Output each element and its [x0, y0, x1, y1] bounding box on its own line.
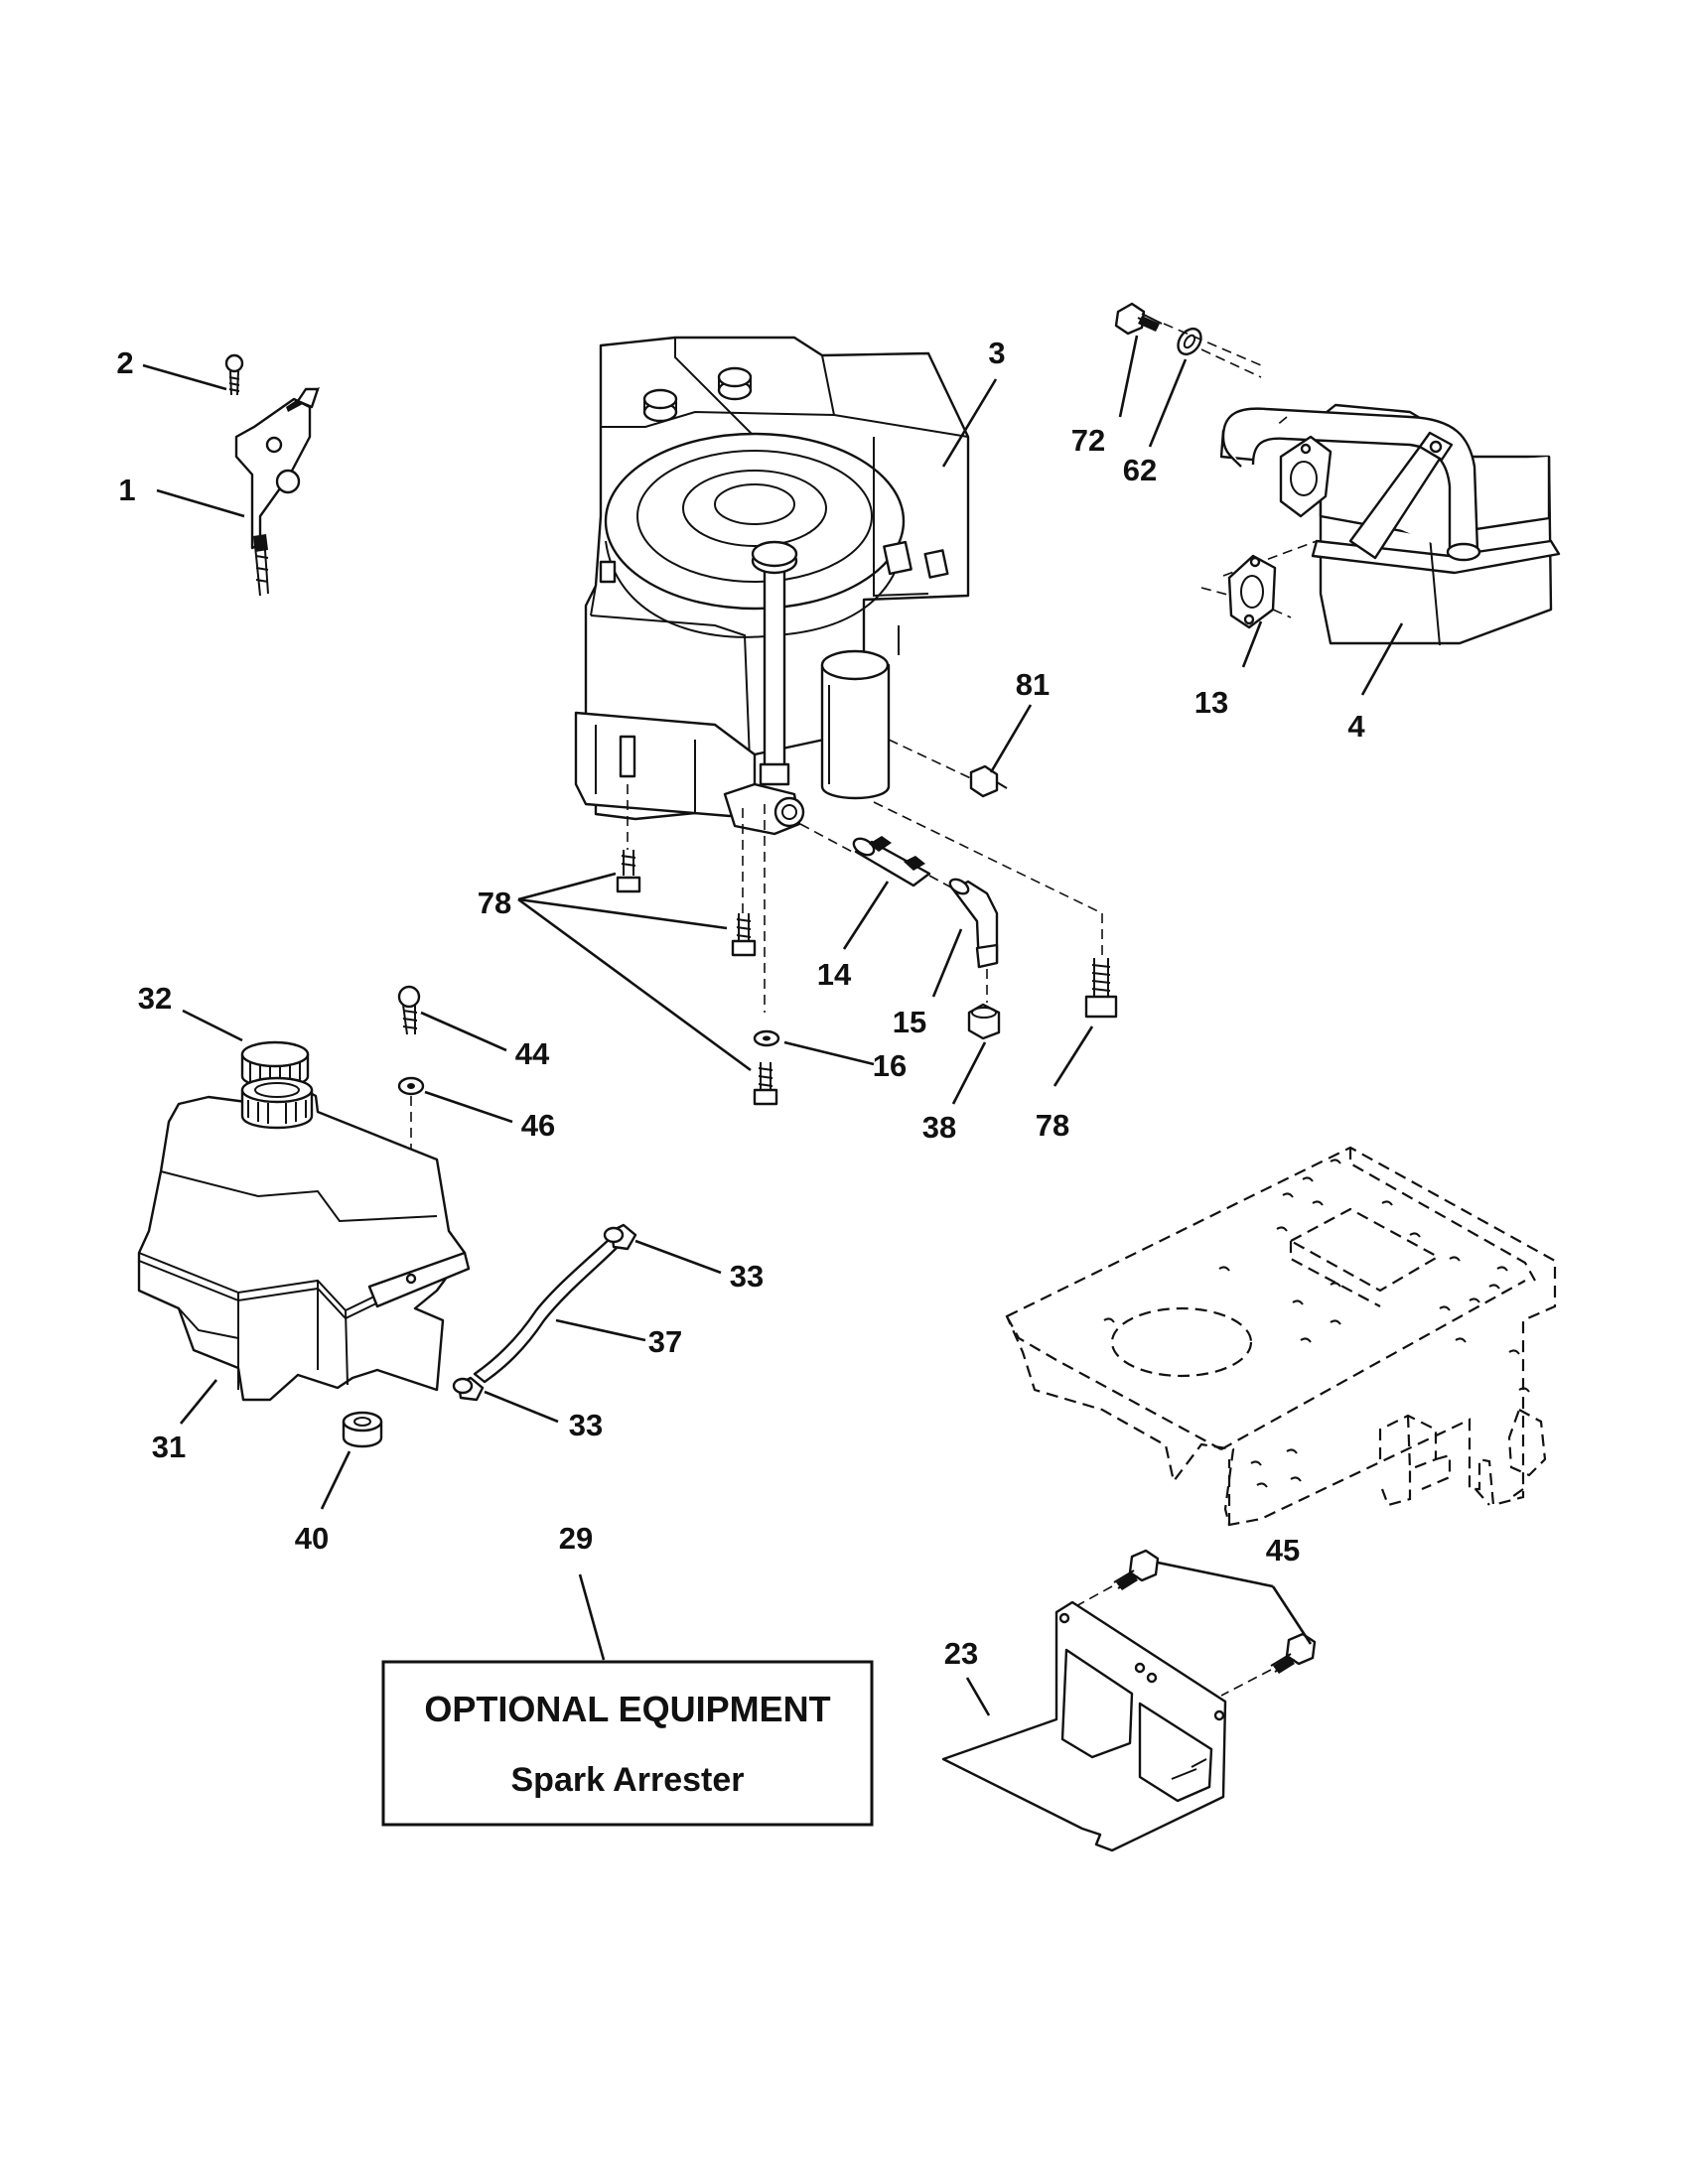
shield-part-23 [941, 1600, 1227, 1852]
nut-part-81 [969, 764, 1008, 798]
callout-14: 14 [817, 957, 852, 992]
callout-31: 31 [152, 1430, 186, 1464]
callout-72: 72 [1071, 423, 1105, 458]
callout-32: 32 [138, 981, 172, 1016]
callout-37: 37 [648, 1324, 682, 1359]
bolt-part-72 [1114, 302, 1163, 336]
callout-15: 15 [893, 1005, 926, 1039]
callout-44: 44 [515, 1036, 550, 1071]
screw-part-2 [224, 353, 244, 396]
callout-81: 81 [1016, 667, 1050, 702]
washer-part-62 [1177, 327, 1202, 356]
engine-part-3 [574, 336, 970, 836]
callout-4: 4 [1347, 709, 1365, 744]
bolt-part-78-b [731, 913, 757, 957]
elbow-part-15 [948, 878, 999, 969]
muffler-part-4 [1219, 403, 1561, 646]
optional-equipment-box [381, 1660, 874, 1827]
bolt-part-45-a [1113, 1549, 1160, 1590]
callout-45: 45 [1266, 1533, 1300, 1568]
bolt-part-78-a [616, 850, 641, 893]
clamp-part-33-b [452, 1376, 485, 1402]
callout-labels: 1 2 3 4 13 14 15 16 23 29 31 32 33 33 37… [116, 336, 1365, 1671]
callout-16: 16 [873, 1048, 907, 1083]
bolt-part-78-c [753, 1062, 778, 1106]
callout-23: 23 [944, 1636, 978, 1671]
fuel-line-part-37 [473, 1237, 620, 1384]
callout-40: 40 [295, 1521, 329, 1556]
callout-46: 46 [521, 1108, 555, 1143]
callout-1: 1 [118, 473, 135, 507]
callout-78-left: 78 [478, 886, 511, 920]
nipple-part-14 [852, 836, 931, 887]
washer-part-16 [753, 1029, 780, 1047]
callout-2: 2 [116, 345, 133, 380]
optional-equipment-subtitle: Spark Arrester [511, 1761, 745, 1799]
callout-3: 3 [988, 336, 1005, 370]
callout-38: 38 [922, 1110, 956, 1145]
clamp-part-33-a [603, 1223, 637, 1251]
throttle-control-part [224, 353, 320, 597]
callout-29: 29 [559, 1521, 593, 1556]
mounting-frame [1005, 1146, 1557, 1527]
callout-13: 13 [1194, 685, 1228, 720]
gasket-part-13 [1227, 554, 1277, 629]
callout-78-right: 78 [1036, 1108, 1069, 1143]
cap-part-38 [967, 1003, 1001, 1040]
screw-part-44 [397, 985, 421, 1035]
callout-33-upper: 33 [730, 1259, 764, 1294]
optional-equipment-title: OPTIONAL EQUIPMENT [424, 1689, 830, 1729]
callout-62: 62 [1123, 453, 1157, 487]
fuel-tank-part-31 [137, 1076, 471, 1402]
washer-part-46 [397, 1076, 425, 1096]
bolt-part-78-d [1084, 958, 1118, 1019]
callout-33-lower: 33 [569, 1408, 603, 1442]
grommet-part-40 [342, 1411, 383, 1448]
